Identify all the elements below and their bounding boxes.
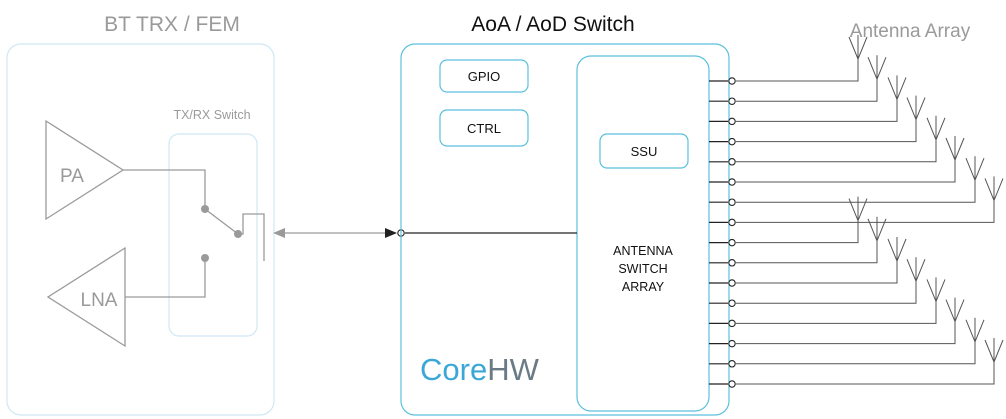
aoa-title: AoA / AoD Switch	[471, 13, 634, 36]
corehw-logo: CoreHW	[420, 352, 540, 387]
antenna-port	[729, 219, 735, 225]
antenna-switch-array-box	[577, 56, 709, 411]
txrx-switch-box	[169, 134, 257, 336]
logo-core-part: Core	[420, 352, 487, 387]
antenna-feed-line	[736, 59, 858, 81]
antenna-port	[729, 280, 735, 286]
antenna-port	[729, 239, 735, 245]
antenna-port	[729, 179, 735, 185]
antenna-port	[729, 159, 735, 165]
txrx-switch-wiring	[123, 170, 264, 297]
antenna-port	[729, 320, 735, 326]
fem-title: BT TRX / FEM	[104, 13, 240, 36]
antenna-feed-line	[736, 99, 897, 121]
antenna-feed-line	[736, 362, 994, 384]
array-label-line2: SWITCH	[618, 262, 667, 276]
antenna-feed-line	[736, 79, 877, 101]
antenna-port	[729, 300, 735, 306]
antenna-port	[729, 98, 735, 104]
rf-link-arrow-right	[385, 228, 397, 238]
antenna-port	[729, 340, 735, 346]
rf-link-arrow-left	[273, 228, 285, 238]
ssu-label: SSU	[631, 144, 658, 159]
antenna-array-title: Antenna Array	[850, 21, 971, 42]
antenna-port	[729, 78, 735, 84]
antenna-feed-line	[736, 342, 975, 364]
array-label-line1: ANTENNA	[613, 244, 673, 258]
antenna-port	[729, 118, 735, 124]
antenna-feed-line	[736, 301, 936, 323]
pa-amplifier	[46, 121, 123, 219]
antenna-feed-line	[736, 221, 858, 243]
antenna-feed-line	[736, 322, 955, 344]
pa-label: PA	[60, 166, 84, 187]
antenna-feed-line	[736, 180, 975, 202]
antenna-feed-line	[736, 120, 916, 142]
ctrl-label: CTRL	[467, 121, 501, 136]
antenna-array	[709, 35, 1003, 387]
antenna-feed-line	[736, 261, 897, 283]
antenna-port	[729, 260, 735, 266]
antenna-feed-line	[736, 281, 916, 303]
fem-block	[7, 44, 274, 415]
logo-hw-part: HW	[487, 352, 539, 387]
switch-contacts	[201, 205, 242, 262]
antenna-port	[729, 138, 735, 144]
antenna-port	[729, 381, 735, 387]
antenna-port	[729, 199, 735, 205]
antenna-feed-line	[736, 140, 936, 162]
txrx-switch-label: TX/RX Switch	[173, 108, 250, 122]
gpio-label: GPIO	[468, 69, 501, 84]
antenna-feed-line	[736, 241, 877, 263]
antenna-feed-line	[736, 160, 955, 182]
array-label-line3: ARRAY	[622, 280, 665, 294]
antenna-port	[729, 361, 735, 367]
lna-label: LNA	[81, 290, 118, 311]
